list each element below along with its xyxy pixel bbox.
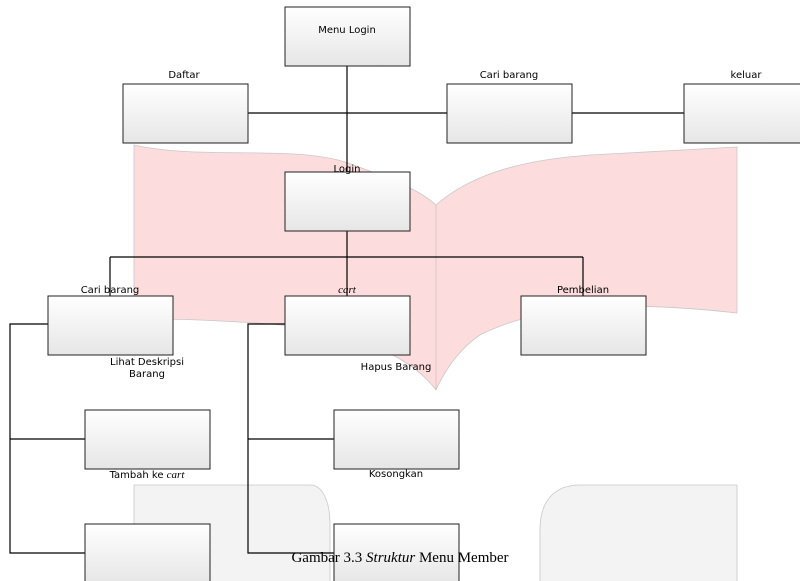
label-cari-barang-top: Cari barang: [479, 70, 539, 81]
label-cart: cart: [338, 284, 356, 296]
caption-prefix: Gambar 3.3: [291, 550, 367, 566]
label-tambah-ke-cart: Tambah ke cart: [110, 469, 185, 482]
caption-italic: Struktur: [366, 550, 416, 566]
label-menu-login: Menu Login: [318, 25, 376, 36]
box-hapus-barang: [333, 523, 460, 581]
box-kosongkan: [333, 409, 460, 470]
background-open-book-shape: [133, 144, 738, 391]
box-cari-barang: [47, 295, 174, 356]
caption-suffix: Menu Member: [415, 550, 509, 566]
label-kosongkan: Kosongkan: [368, 469, 424, 480]
figure-caption: Gambar 3.3 Struktur Menu Member: [0, 550, 800, 567]
background-rounded-shape-right: [539, 484, 738, 581]
box-pembelian: [520, 295, 647, 356]
box-lihat-deskripsi: [84, 409, 211, 470]
label-lihat-deskripsi: Lihat Deskripsi Barang: [110, 357, 184, 381]
connector-lines: [9, 66, 684, 554]
label-tambah-cart: cart: [166, 469, 185, 481]
label-tambah-ke: Tambah ke: [109, 470, 167, 481]
box-cari-barang-top: [446, 83, 573, 144]
box-keluar: [683, 83, 800, 144]
label-pembelian: Pembelian: [556, 285, 610, 296]
label-daftar: Daftar: [168, 70, 200, 81]
label-cari-barang: Cari barang: [80, 285, 140, 296]
box-daftar: [122, 83, 249, 144]
label-login: Login: [333, 164, 361, 175]
label-lihat-deskripsi-line2: Barang: [129, 369, 165, 380]
box-login: [284, 171, 411, 232]
box-tambah-ke-cart: [84, 523, 211, 581]
label-keluar: keluar: [730, 70, 762, 81]
label-hapus-barang: Hapus Barang: [360, 362, 432, 373]
label-lihat-deskripsi-line1: Lihat Deskripsi: [110, 357, 184, 368]
box-cart: [284, 295, 411, 356]
box-menu-login: [284, 6, 411, 67]
